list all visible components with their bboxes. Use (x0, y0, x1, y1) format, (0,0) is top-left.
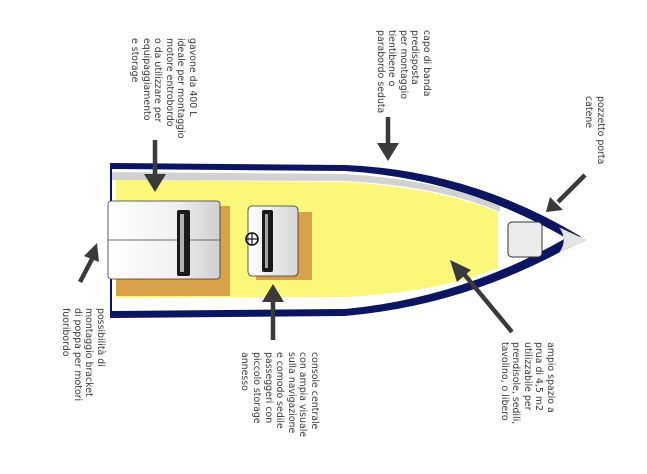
label-line: gavone da 400 L (187, 38, 198, 117)
gunwale-shade (112, 172, 500, 212)
label-line: montaggio bracket (83, 308, 95, 397)
arrow-bracket (78, 243, 99, 284)
label-line: ampio spazio a (545, 342, 556, 413)
label-line: annesso (239, 352, 251, 391)
arrow-capo-di-banda (377, 117, 399, 161)
label-line: pozzetto porta (595, 96, 606, 165)
label-line: di poppa per motori (71, 308, 83, 402)
label-line: o da utilizzare per (152, 38, 164, 123)
label-line: per montaggio (397, 30, 409, 100)
label-line: parabordo seduta (374, 30, 386, 114)
label-line: prendisole, sedili, (510, 342, 522, 425)
label-line: predisposta (409, 30, 421, 85)
label-line: ideale per montaggio (175, 38, 187, 139)
label-line: console centrale (309, 352, 320, 430)
label-line: utilizzabile per (521, 342, 533, 411)
steering-wheel-icon (245, 232, 259, 246)
label-line: tavolino, o libero (498, 342, 510, 421)
arrow-console (262, 284, 284, 340)
arrow-pozzetto (546, 173, 587, 212)
label-line: possibilità di (95, 308, 106, 367)
label-line: capo di banda (421, 30, 432, 97)
label-line: fuoribordo (60, 308, 72, 357)
gavone-handle-shine (180, 214, 184, 272)
label-line: e storage (129, 38, 141, 83)
label-line: catene (583, 96, 595, 129)
bow-tip (559, 227, 587, 253)
label-line: con ampia visuale (297, 352, 309, 438)
label-line: equipaggiamento (140, 38, 152, 121)
arrow-prua (450, 260, 514, 334)
label-line: piccolo storage (251, 352, 263, 424)
label-line: e comodo sedile (274, 352, 286, 429)
label-line: prua di 4,5 m2 (533, 342, 545, 411)
arrow-gavone (144, 140, 166, 192)
label-line: motore entrobordo (163, 38, 175, 127)
console-seat-shine (265, 214, 268, 268)
label-line: passeggeri con (262, 352, 274, 424)
pozzetto-box (507, 221, 543, 258)
label-line: sulla navigazione (285, 352, 297, 434)
label-line: tientibene o (386, 30, 398, 87)
